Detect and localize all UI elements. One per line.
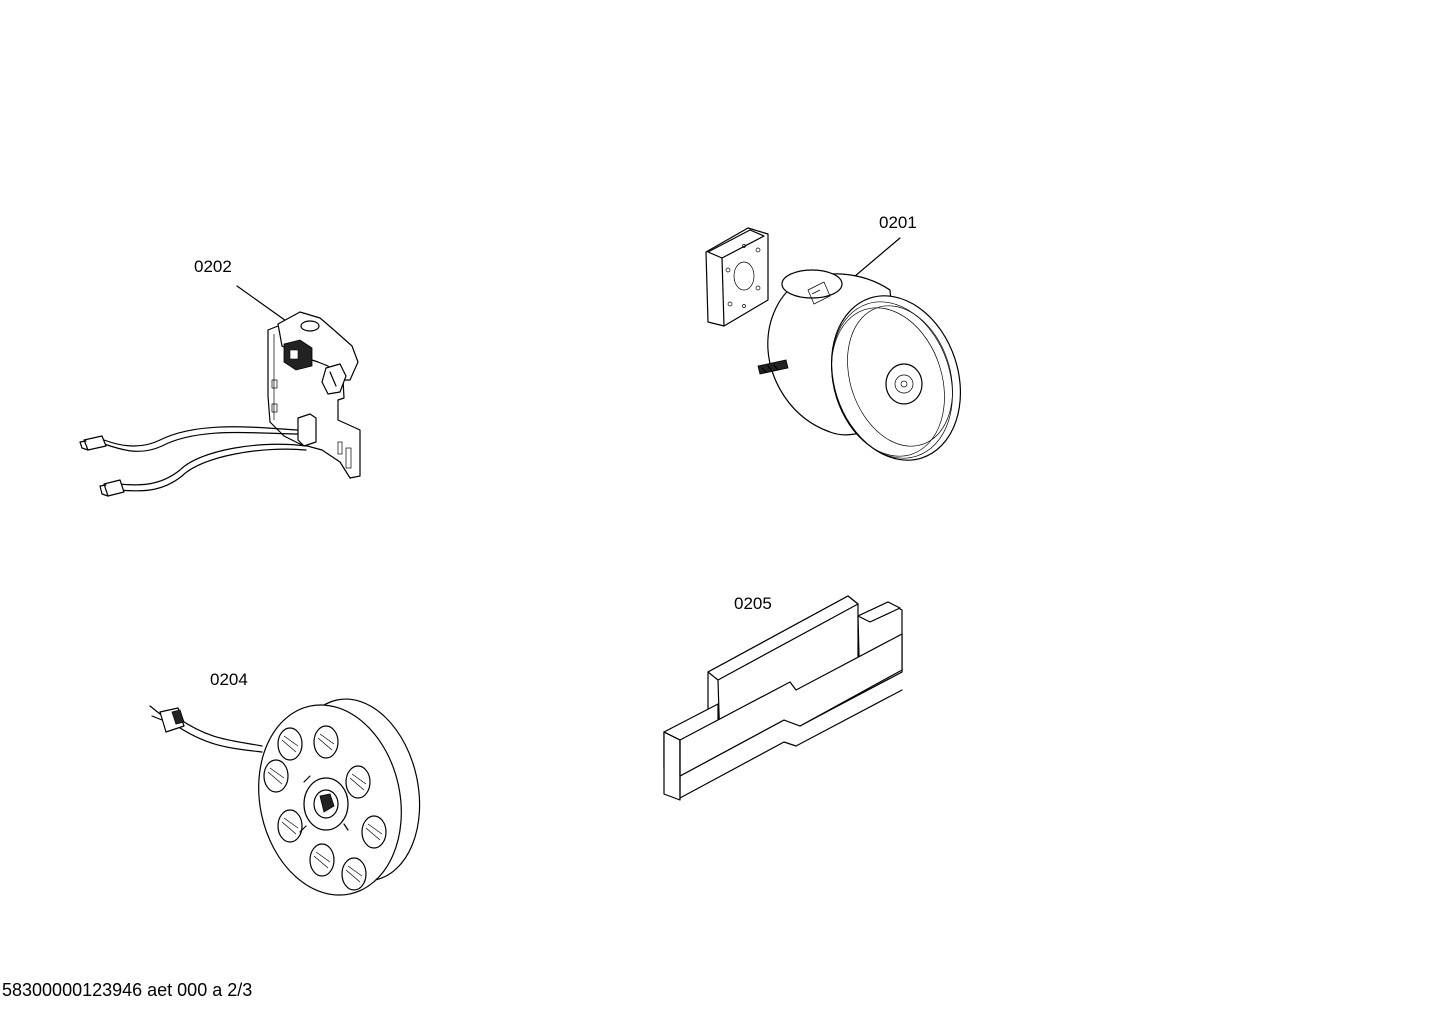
- callout-label-0205: 0205: [734, 594, 772, 613]
- part-0205-filter[interactable]: [663, 595, 903, 801]
- part-0201-motor[interactable]: [705, 227, 981, 477]
- leader-line-0201: [847, 237, 901, 283]
- document-footer-id: 58300000123946 aet 000 a 2/3: [2, 980, 253, 1000]
- callout-label-0201: 0201: [879, 213, 917, 232]
- callout-label-0204: 0204: [210, 670, 248, 689]
- part-0204-cable-reel[interactable]: [149, 687, 436, 908]
- part-0202-switch-board[interactable]: [79, 285, 361, 497]
- callout-label-0202: 0202: [194, 257, 232, 276]
